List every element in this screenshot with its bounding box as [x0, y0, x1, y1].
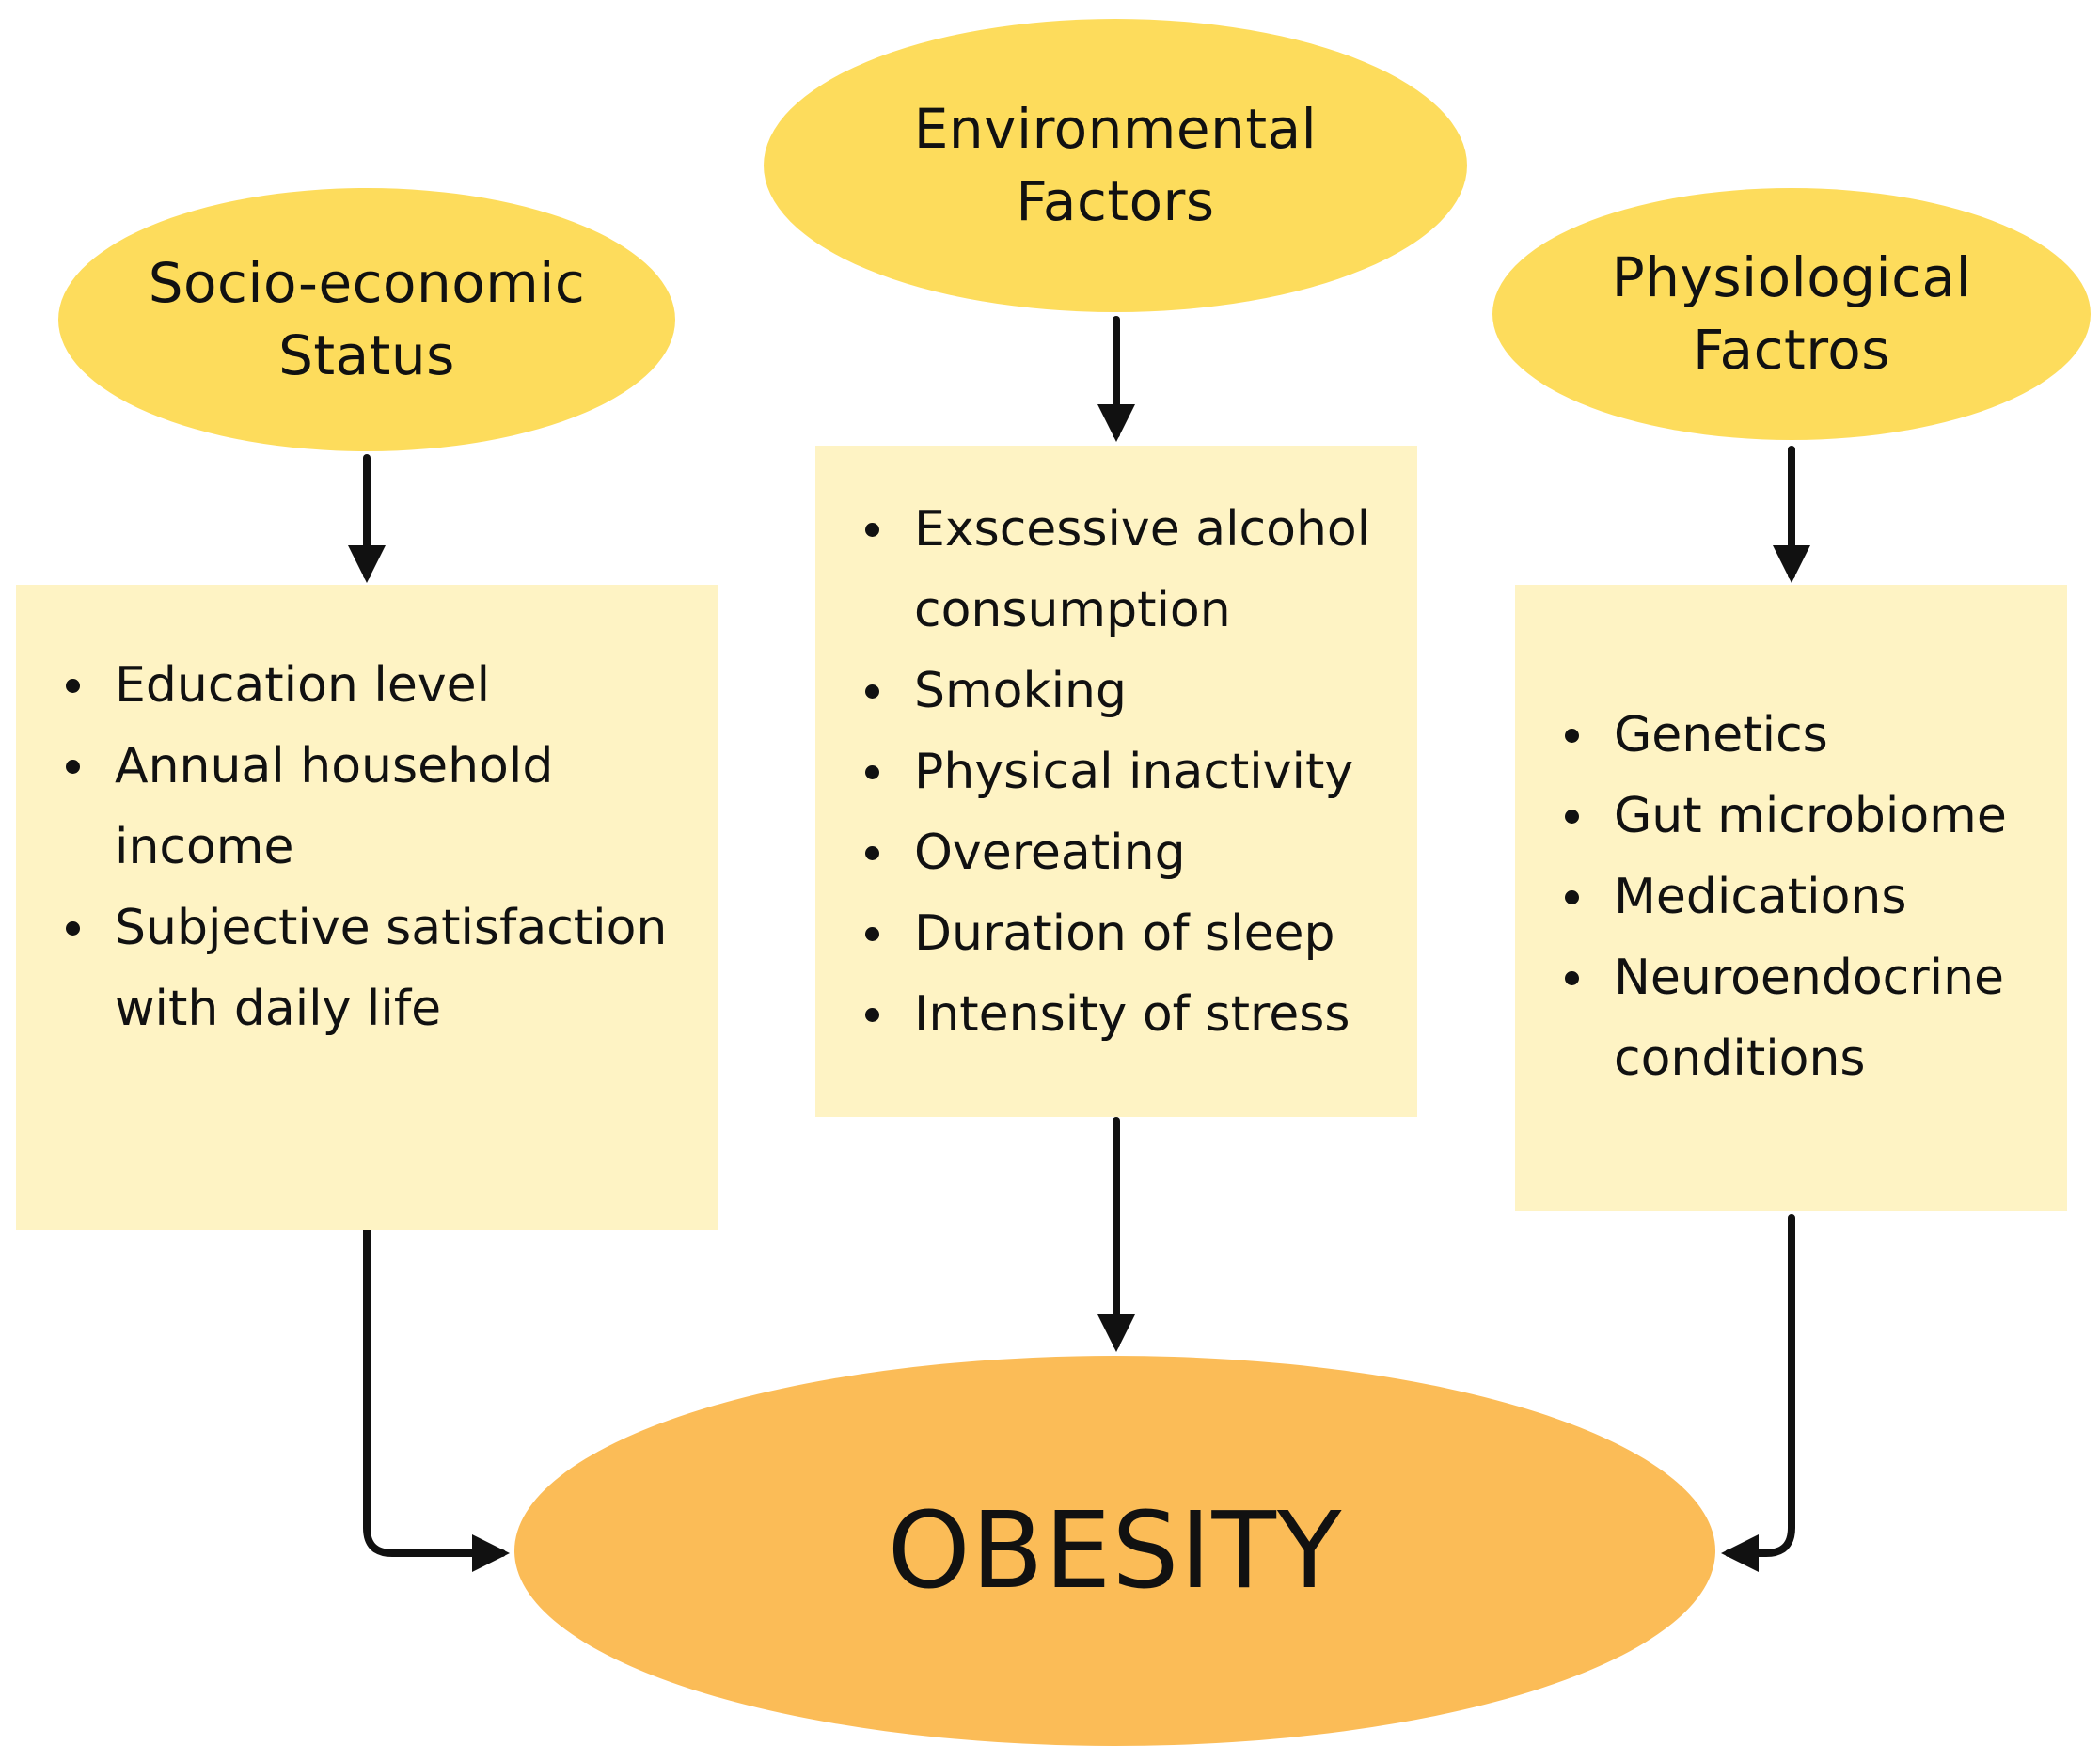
obesity-label: OBESITY — [887, 1489, 1343, 1612]
list-item: Genetics — [1515, 695, 2067, 776]
title-line: Physiological — [1611, 245, 1972, 309]
list-item: Overeating — [815, 812, 1417, 893]
physiological-items-list: Genetics Gut microbiome Medications Neur… — [1515, 695, 2067, 1099]
title-line: Socio-economic — [148, 251, 586, 315]
physiological-factors-title: Physiological Factros — [1612, 242, 1971, 386]
physiological-items-box: Genetics Gut microbiome Medications Neur… — [1515, 585, 2067, 1211]
list-item: Education level — [16, 645, 718, 726]
environmental-factors-node: Environmental Factors — [764, 19, 1467, 312]
environmental-factors-title: Environmental Factors — [914, 93, 1318, 238]
title-line: Environmental — [913, 97, 1318, 161]
title-line: Factros — [1693, 318, 1890, 382]
title-line: Status — [278, 323, 455, 387]
list-item: Gut microbiome — [1515, 776, 2067, 857]
list-item: Physical inactivity — [815, 731, 1417, 812]
list-item: Smoking — [815, 651, 1417, 731]
arrow-physiological-box-to-obesity — [1721, 1214, 1795, 1572]
list-item: Duration of sleep — [815, 893, 1417, 974]
socio-economic-status-title: Socio-economic Status — [149, 247, 586, 392]
obesity-outcome-node: OBESITY — [514, 1356, 1715, 1746]
title-line: Factors — [1016, 169, 1215, 233]
list-item: Intensity of stress — [815, 974, 1417, 1055]
list-item: Medications — [1515, 857, 2067, 937]
socio-economic-status-node: Socio-economic Status — [58, 188, 675, 451]
arrow-socio-box-to-obesity — [363, 1171, 510, 1572]
socio-economic-items-box — [16, 585, 718, 1230]
physiological-factors-node: Physiological Factros — [1492, 188, 2091, 440]
